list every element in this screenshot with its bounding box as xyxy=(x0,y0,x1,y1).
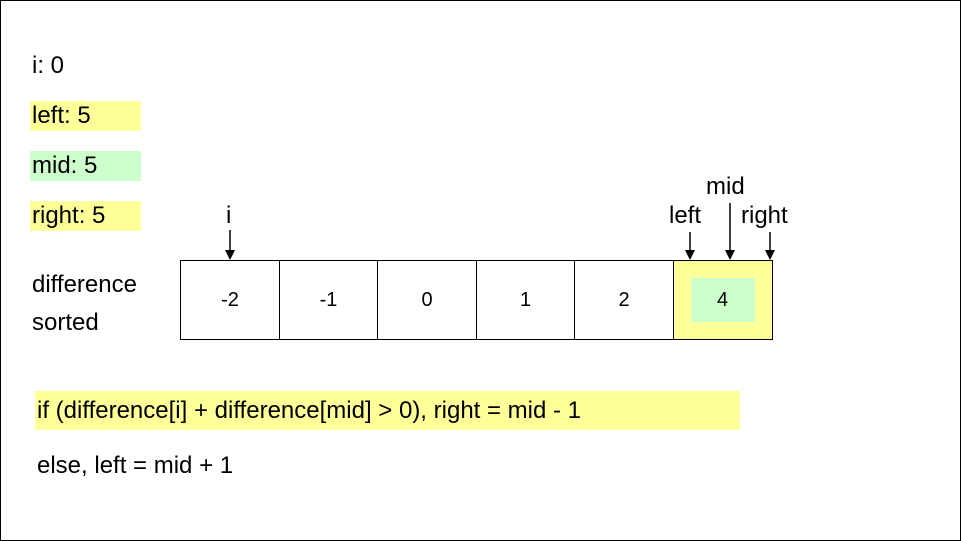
array-cell-value: 2 xyxy=(618,288,630,311)
pointer-right-arrowhead xyxy=(765,250,775,260)
array-cell-value: -2 xyxy=(221,288,239,311)
array-cell-value: 1 xyxy=(519,288,532,311)
array-caption-line2: sorted xyxy=(32,309,99,336)
array-cell-5-active: 4 xyxy=(672,260,773,340)
array-cell-value: -1 xyxy=(319,288,338,311)
pointer-i-label: i xyxy=(226,202,232,229)
pointer-left-label: left xyxy=(669,202,702,229)
pointer-mid-label: mid xyxy=(706,173,745,200)
array-cell-value: 0 xyxy=(421,288,433,311)
active-cell-highlight: 4 xyxy=(690,278,755,322)
array-caption: difference sorted xyxy=(32,266,137,342)
array-cell-2: 0 xyxy=(377,260,477,340)
pointer-i-arrowhead xyxy=(225,250,235,260)
var-left: left: 5 xyxy=(30,101,141,131)
difference-array: -2 -1 0 1 2 4 xyxy=(180,260,773,340)
var-i: i: 0 xyxy=(32,52,65,79)
pointer-mid-arrowhead xyxy=(725,250,735,260)
array-cell-3: 1 xyxy=(475,260,576,340)
pointer-left-arrowhead xyxy=(685,250,695,260)
array-cell-value: 4 xyxy=(716,288,729,311)
pointer-right-label: right xyxy=(741,202,788,229)
else-rule: else, left = mid + 1 xyxy=(37,452,234,479)
array-cell-4: 2 xyxy=(574,260,674,340)
array-caption-line1: difference xyxy=(32,271,137,298)
var-right: right: 5 xyxy=(30,201,141,231)
array-cell-0: -2 xyxy=(180,260,280,340)
var-mid: mid: 5 xyxy=(30,151,141,181)
condition-rule: if (difference[i] + difference[mid] > 0)… xyxy=(35,391,740,430)
